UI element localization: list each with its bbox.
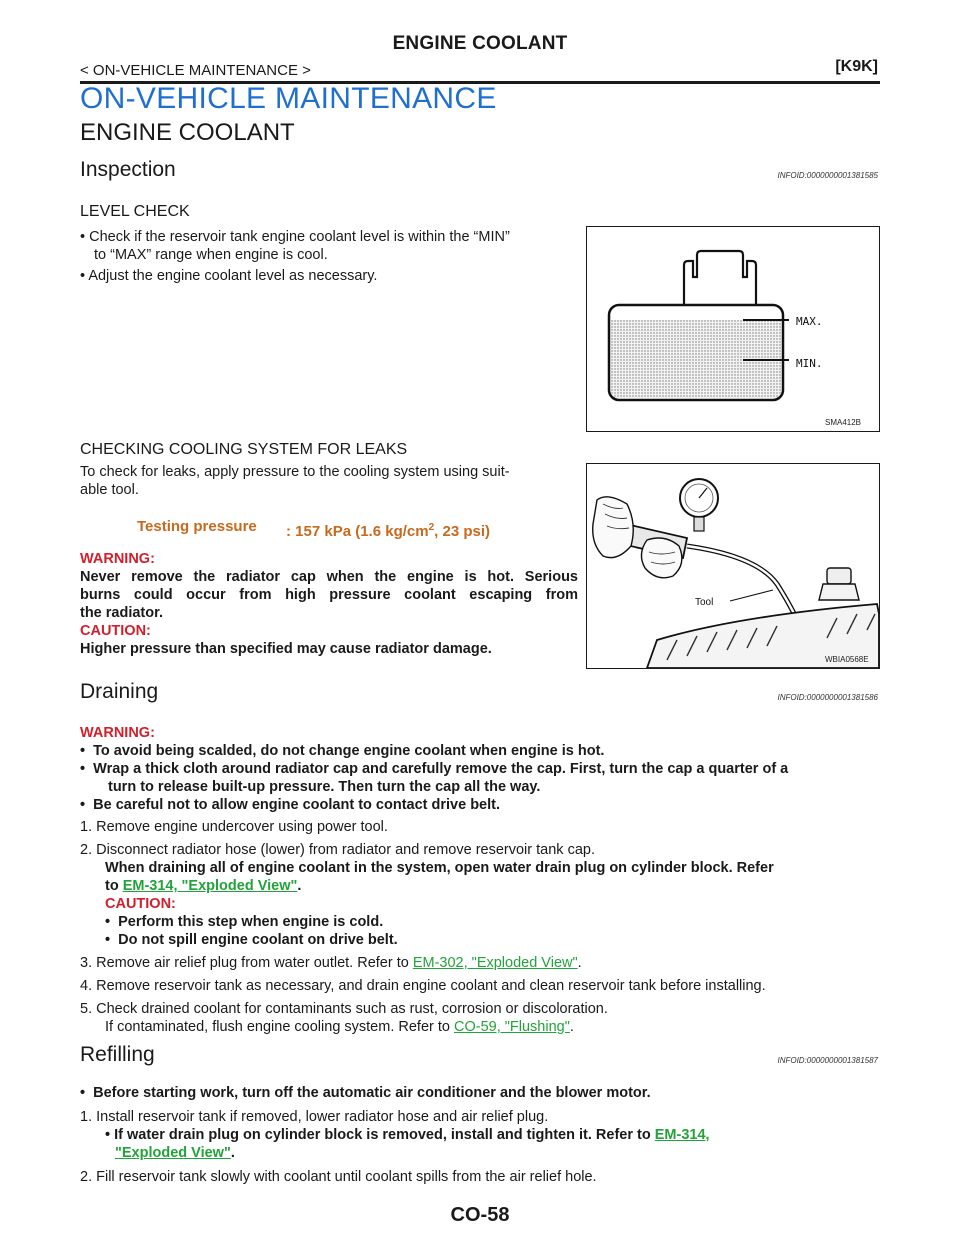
list-item: • Wrap a thick cloth around radiator cap… bbox=[80, 761, 789, 795]
page-number: CO-58 bbox=[450, 1204, 510, 1226]
inspection-title: Inspection bbox=[80, 158, 176, 181]
pressure-tester-illustration: Tool WBIA0568E bbox=[592, 478, 880, 669]
link-em-314[interactable]: EM-314, "Exploded View" bbox=[122, 878, 298, 894]
figure-code: SMA412B bbox=[825, 418, 861, 427]
link-co-59[interactable]: CO-59, "Flushing" bbox=[454, 1019, 570, 1035]
link-exploded-view-refill[interactable]: "Exploded View" bbox=[115, 1145, 231, 1161]
warning-label: WARNING: bbox=[80, 551, 155, 567]
draining-step-1: 1. Remove engine undercover using power … bbox=[80, 819, 388, 835]
figure-code: WBIA0568E bbox=[825, 655, 869, 664]
list-item: • To avoid being scalded, do not change … bbox=[80, 743, 605, 759]
pressure-tester-figure: Tool WBIA0568E bbox=[586, 463, 880, 669]
link-em-302[interactable]: EM-302, "Exploded View" bbox=[412, 955, 578, 971]
engine-code: [K9K] bbox=[835, 58, 878, 75]
testing-pressure-value: : 157 kPa (1.6 kg/cm2, 23 psi) bbox=[286, 522, 491, 540]
draining-step-3: 3. Remove air relief plug from water out… bbox=[80, 955, 582, 971]
refilling-infoid: INFOID:0000000001381587 bbox=[777, 1056, 878, 1065]
refilling-title: Refilling bbox=[80, 1043, 155, 1066]
reservoir-level-figure: MAX. MIN. SMA412B bbox=[586, 226, 880, 432]
list-item: • Perform this step when engine is cold. bbox=[105, 914, 384, 930]
list-item: • Be careful not to allow engine coolant… bbox=[80, 797, 500, 813]
caution-label: CAUTION: bbox=[80, 623, 151, 639]
draining-step-4: 4. Remove reservoir tank as necessary, a… bbox=[80, 978, 766, 994]
list-item: • Do not spill engine coolant on drive b… bbox=[105, 932, 398, 948]
level-check-title: LEVEL CHECK bbox=[80, 203, 190, 220]
draining-infoid: INFOID:0000000001381586 bbox=[777, 693, 878, 702]
caution-label: CAUTION: bbox=[105, 896, 176, 912]
page-header-title: ENGINE COOLANT bbox=[392, 33, 568, 54]
draining-title: Draining bbox=[80, 680, 159, 703]
refilling-step-1: 1. Install reservoir tank if removed, lo… bbox=[80, 1109, 549, 1125]
leaks-check-title: CHECKING COOLING SYSTEM FOR LEAKS bbox=[80, 441, 408, 458]
draining-step-5: 5. Check drained coolant for contaminant… bbox=[80, 1001, 608, 1035]
refilling-content: • Before starting work, turn off the aut… bbox=[80, 1084, 880, 1186]
subsection-title: ENGINE COOLANT bbox=[80, 119, 295, 146]
list-item: • If water drain plug on cylinder block … bbox=[105, 1127, 710, 1161]
link-em-314-refill[interactable]: EM-314, bbox=[654, 1127, 710, 1143]
list-item: • Before starting work, turn off the aut… bbox=[80, 1085, 651, 1101]
reservoir-tank-illustration: MAX. MIN. SMA412B bbox=[607, 249, 861, 427]
warning-label: WARNING: bbox=[80, 725, 155, 741]
draining-content: WARNING: • To avoid being scalded, do no… bbox=[80, 724, 880, 1036]
draining-step-2: 2. Disconnect radiator hose (lower) from… bbox=[80, 841, 880, 949]
leaks-check-text: To check for leaks, apply pressure to th… bbox=[80, 464, 510, 498]
list-item: • Adjust the engine coolant level as nec… bbox=[80, 268, 378, 284]
list-item: • Check if the reservoir tank engine coo… bbox=[80, 229, 510, 263]
section-title: ON-VEHICLE MAINTENANCE bbox=[80, 82, 497, 115]
leaks-warning: WARNING: Never remove the radiator cap w… bbox=[80, 551, 578, 657]
header-divider bbox=[80, 81, 880, 84]
testing-pressure-label: Testing pressure bbox=[137, 518, 257, 535]
max-label: MAX. bbox=[796, 315, 823, 328]
refilling-step-2: 2. Fill reservoir tank slowly with coola… bbox=[80, 1169, 597, 1185]
min-label: MIN. bbox=[796, 357, 823, 370]
inspection-infoid: INFOID:0000000001381585 bbox=[777, 171, 878, 180]
breadcrumb: < ON-VEHICLE MAINTENANCE > bbox=[80, 62, 311, 79]
tool-label: Tool bbox=[695, 597, 713, 608]
level-check-bullets: • Check if the reservoir tank engine coo… bbox=[80, 228, 580, 285]
